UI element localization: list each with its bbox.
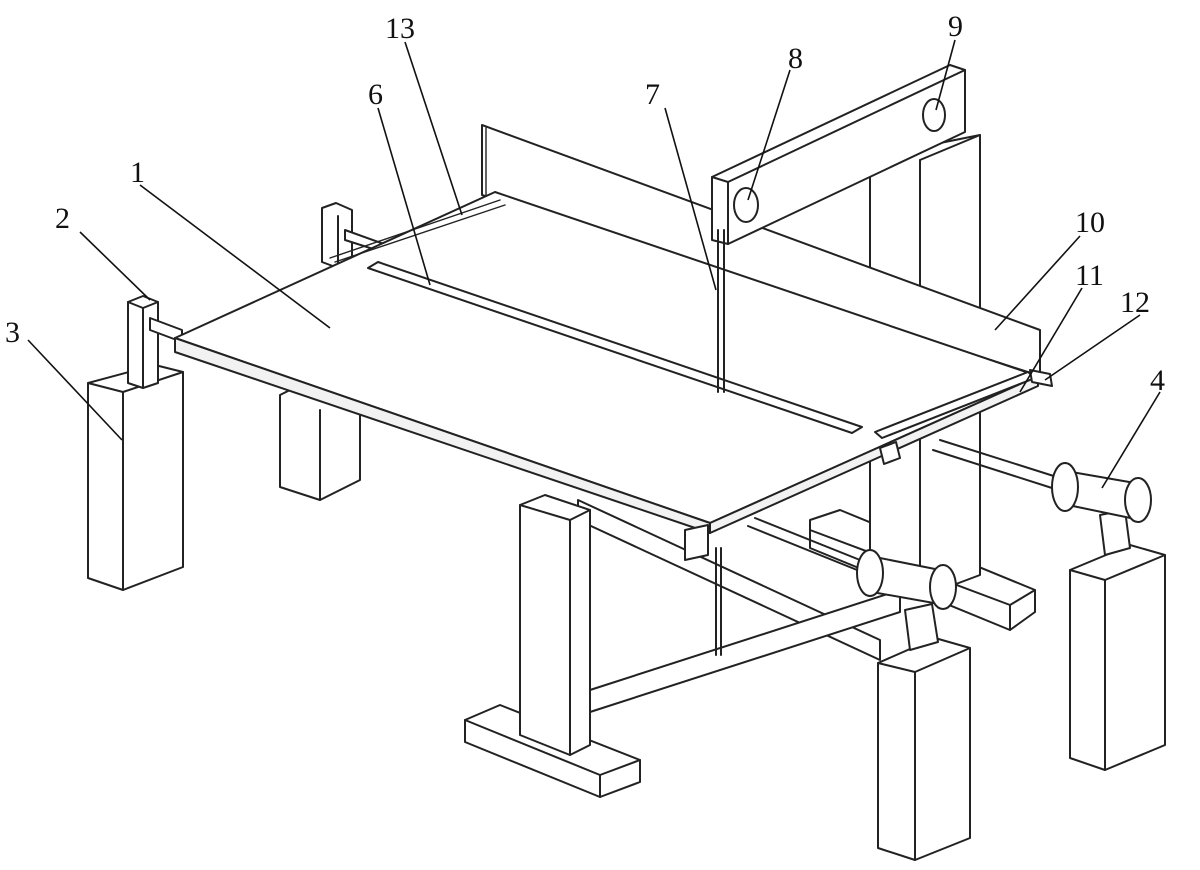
blade	[715, 229, 725, 656]
front-left-support	[87, 295, 184, 591]
callout-12: 12	[1120, 286, 1150, 319]
callout-10: 10	[1075, 206, 1105, 239]
callout-6: 6	[368, 78, 383, 111]
callout-7: 7	[645, 78, 660, 111]
callout-11: 11	[1075, 259, 1104, 292]
hole-9	[922, 98, 946, 132]
motor-front	[856, 549, 971, 861]
rear-left-support	[279, 202, 396, 501]
callout-4: 4	[1150, 364, 1165, 397]
table-top	[174, 191, 1053, 561]
callout-9: 9	[948, 10, 963, 43]
callout-8: 8	[788, 42, 803, 75]
callout-13: 13	[385, 12, 415, 45]
leader-lines	[27, 39, 1161, 489]
callout-1: 1	[130, 156, 145, 189]
callout-2: 2	[55, 202, 70, 235]
motor-right	[1051, 462, 1166, 771]
callout-3: 3	[5, 316, 20, 349]
hole-8	[733, 187, 759, 223]
blade-gantry	[711, 64, 966, 245]
callout-labels: 1 2 3 4 6 7 8 9 10 11 12 13	[5, 10, 1165, 397]
